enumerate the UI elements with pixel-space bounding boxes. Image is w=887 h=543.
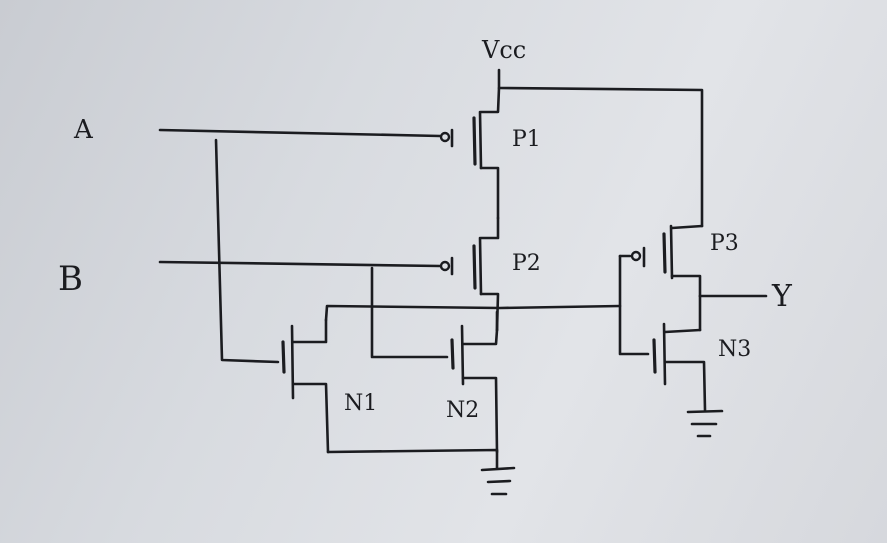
transistor-n2	[450, 324, 499, 454]
label-input-b: B	[58, 259, 83, 299]
label-input-a: A	[73, 115, 94, 145]
output-y-wire	[698, 294, 768, 332]
inverter-gate-bus	[618, 254, 650, 356]
label-n1: N1	[344, 391, 377, 416]
label-p3: P3	[710, 231, 739, 256]
label-p2: P2	[512, 251, 541, 276]
label-vcc: Vcc	[481, 36, 526, 64]
vcc-rail	[497, 68, 704, 228]
transistor-p2	[439, 216, 500, 332]
internal-node-wire	[324, 304, 622, 332]
label-p1: P1	[512, 127, 541, 152]
transistor-p3	[630, 224, 704, 298]
label-n2: N2	[446, 398, 479, 423]
transistor-n3	[652, 322, 707, 412]
ground-main	[326, 448, 516, 496]
label-output-y: Y	[771, 279, 793, 314]
transistor-p1	[439, 86, 501, 220]
input-a-wire	[158, 128, 442, 364]
label-n3: N3	[718, 337, 751, 362]
transistor-n1	[281, 318, 330, 454]
ground-inverter	[686, 409, 724, 438]
input-b-wire	[158, 260, 449, 359]
